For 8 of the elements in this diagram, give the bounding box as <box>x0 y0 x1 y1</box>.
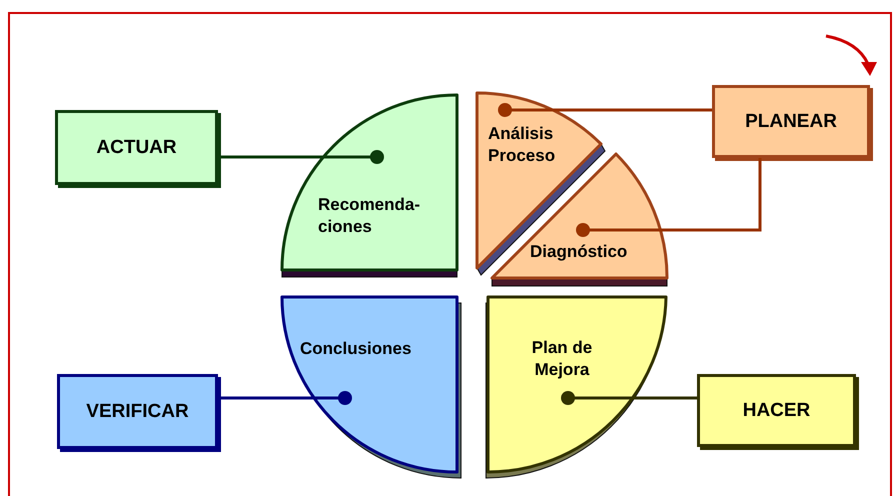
stage-box <box>697 374 856 447</box>
stage-box <box>55 110 218 185</box>
stage-label: VERIFICAR <box>86 400 189 422</box>
stage-box <box>57 374 218 449</box>
stage-label: ACTUAR <box>96 136 177 158</box>
stage-label: PLANEAR <box>745 110 837 132</box>
stage-label: HACER <box>742 400 810 422</box>
stage-box <box>712 85 870 158</box>
